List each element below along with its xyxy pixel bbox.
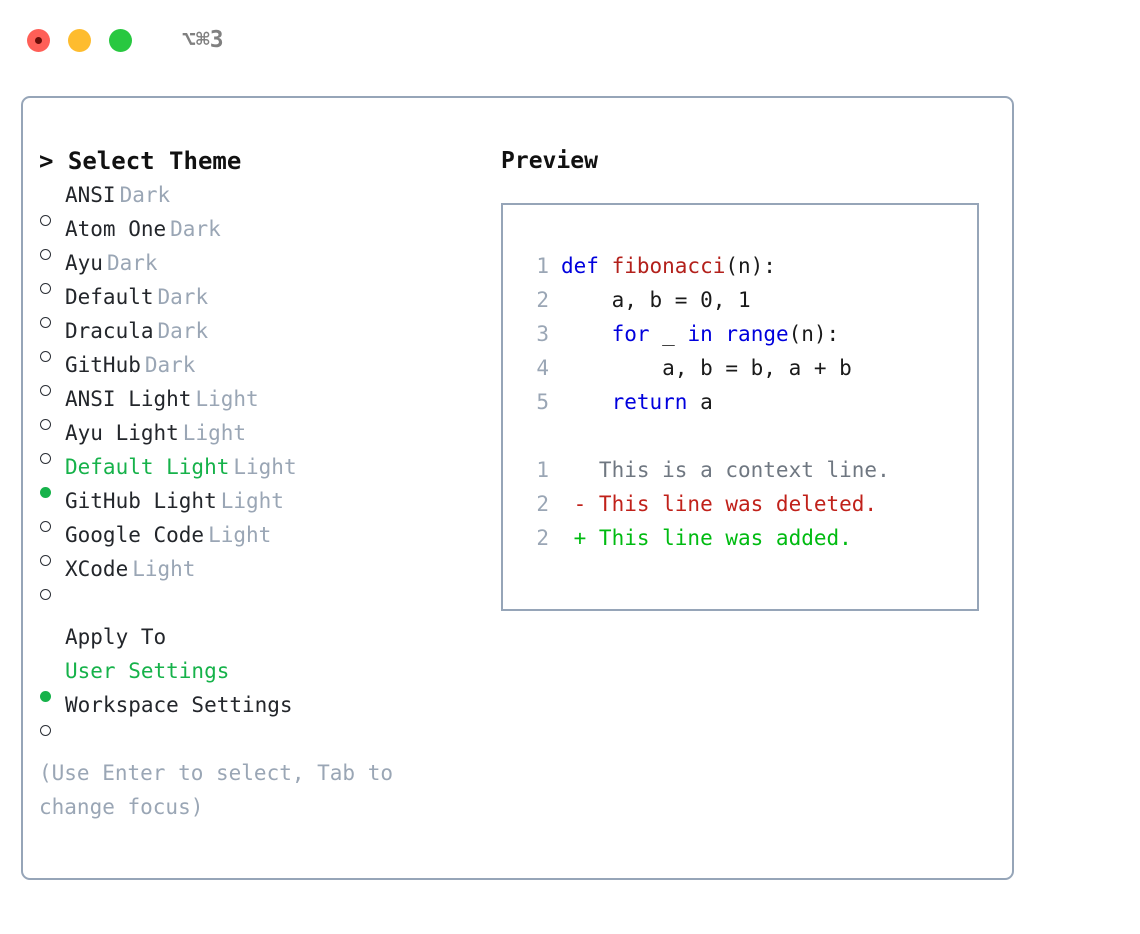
- code-line-text: a, b = 0, 1: [561, 283, 751, 317]
- theme-option-label: Default: [65, 285, 154, 309]
- code-token: _: [649, 322, 688, 346]
- code-line-number: 1: [536, 254, 549, 278]
- code-token: a, b = 0, 1: [561, 288, 751, 312]
- theme-option-label: GitHub Light: [65, 489, 217, 513]
- diff-line-deleted: 2 - This line was deleted.: [515, 487, 977, 521]
- code-token: [561, 322, 612, 346]
- theme-option-label: Default Light: [65, 455, 230, 479]
- theme-option-tag: Light: [182, 421, 247, 445]
- diff-line-added: 2 + This line was added.: [515, 521, 977, 555]
- theme-option-tag: Dark: [119, 183, 171, 207]
- theme-option-tag: Dark: [157, 285, 209, 309]
- code-token: (n):: [788, 322, 840, 346]
- maximize-button-icon[interactable]: [109, 28, 132, 52]
- code-token: return: [611, 390, 688, 414]
- preview-header: Preview: [501, 148, 598, 174]
- code-line-number: 4: [536, 356, 549, 380]
- apply-to-header: Apply To: [65, 625, 167, 649]
- code-token: range: [725, 322, 789, 346]
- diff-line-context: 1 This is a context line.: [515, 453, 977, 487]
- diff-line-number: 2: [536, 492, 549, 516]
- window-title: ⌥⌘3: [182, 27, 224, 53]
- code-token: def: [561, 254, 612, 278]
- theme-option-label: GitHub: [65, 353, 141, 377]
- code-diff-separator: [515, 419, 977, 453]
- theme-option-atom-one-dark[interactable]: Atom One Dark: [39, 212, 499, 260]
- theme-option-tag: Light: [195, 387, 259, 411]
- code-token: [561, 390, 612, 414]
- code-token: a: [687, 390, 713, 414]
- code-token: for: [611, 322, 650, 346]
- keyboard-hint-text: (Use Enter to select, Tab to change focu…: [39, 761, 406, 819]
- apply-to-header-row: Apply To: [39, 620, 499, 654]
- code-line-number: 2: [536, 288, 549, 312]
- diff-line-text: This is a context line.: [561, 458, 890, 482]
- theme-option-label: Dracula: [65, 319, 154, 343]
- code-token: (n):: [725, 254, 776, 278]
- theme-option-ansi-dark[interactable]: ANSI Dark: [39, 178, 499, 226]
- theme-option-label: ANSI: [65, 183, 116, 207]
- theme-option-label: Ayu: [65, 251, 103, 275]
- theme-option-tag: Light: [233, 455, 297, 479]
- theme-option-label: ANSI Light: [65, 387, 192, 411]
- select-theme-header: > Select Theme: [39, 147, 242, 175]
- theme-option-github-light[interactable]: GitHub Light Light: [39, 484, 499, 532]
- theme-option-list: ANSI Dark Atom One Dark Ayu Dark: [39, 178, 499, 600]
- theme-option-label: Google Code: [65, 523, 205, 547]
- theme-option-tag: Light: [220, 489, 284, 513]
- list-spacer: [39, 586, 499, 620]
- preview-code-panel: 1 def fibonacci(n): 2 a, b = 0, 1 3 for …: [501, 203, 979, 611]
- apply-to-option-workspace-settings[interactable]: Workspace Settings: [39, 688, 499, 736]
- diff-line-text: - This line was deleted.: [561, 492, 878, 516]
- code-line: 4 a, b = b, a + b: [515, 351, 977, 385]
- code-line-text: a, b = b, a + b: [561, 351, 852, 385]
- code-token: fibonacci: [611, 254, 726, 278]
- theme-option-tag: Dark: [170, 217, 221, 241]
- apply-to-option-user-settings[interactable]: User Settings: [39, 654, 499, 702]
- theme-option-tag: Dark: [144, 353, 196, 377]
- theme-option-label: Ayu Light: [65, 421, 179, 445]
- theme-option-ayu-dark[interactable]: Ayu Dark: [39, 246, 499, 294]
- hint-spacer: [39, 722, 499, 756]
- theme-option-xcode[interactable]: XCode Light: [39, 552, 499, 600]
- code-line-number: 5: [536, 390, 549, 414]
- theme-option-tag: Light: [132, 557, 196, 581]
- theme-option-label: Atom One: [65, 217, 167, 241]
- apply-to-option-label: Workspace Settings: [65, 693, 293, 717]
- close-button-icon[interactable]: [27, 28, 50, 52]
- theme-selector-column: > Select Theme ANSI Dark Atom One Dark: [39, 144, 499, 824]
- minimize-button-icon[interactable]: [68, 28, 91, 52]
- diff-line-number: 1: [536, 458, 549, 482]
- title-bar: ⌥⌘3: [0, 0, 1140, 80]
- diff-line-number: 2: [536, 526, 549, 550]
- code-token: in: [687, 322, 713, 346]
- traffic-light-group: [27, 28, 132, 52]
- apply-to-option-list: User Settings Workspace Settings: [39, 654, 499, 736]
- code-line-text: return a: [561, 385, 713, 419]
- theme-option-tag: Dark: [106, 251, 158, 275]
- theme-option-ansi-light[interactable]: ANSI Light Light: [39, 382, 499, 430]
- code-line-number: 3: [536, 322, 549, 346]
- theme-option-dracula-dark[interactable]: Dracula Dark: [39, 314, 499, 362]
- code-line: 3 for _ in range(n):: [515, 317, 977, 351]
- code-line: 1 def fibonacci(n):: [515, 249, 977, 283]
- apply-to-option-label: User Settings: [65, 659, 230, 683]
- diff-line-text: + This line was added.: [561, 526, 852, 550]
- theme-option-label: XCode: [65, 557, 129, 581]
- code-line-text: def fibonacci(n):: [561, 249, 776, 283]
- code-line: 2 a, b = 0, 1: [515, 283, 977, 317]
- theme-option-default-dark[interactable]: Default Dark: [39, 280, 499, 328]
- theme-option-ayu-light[interactable]: Ayu Light Light: [39, 416, 499, 464]
- theme-option-tag: Light: [208, 523, 272, 547]
- preview-column: Preview: [501, 144, 1001, 178]
- theme-option-tag: Dark: [157, 319, 209, 343]
- code-line: 5 return a: [515, 385, 977, 419]
- main-panel: > Select Theme ANSI Dark Atom One Dark: [21, 96, 1014, 880]
- theme-option-github-dark[interactable]: GitHub Dark: [39, 348, 499, 396]
- theme-option-google-code[interactable]: Google Code Light: [39, 518, 499, 566]
- code-token: a, b = b, a + b: [561, 356, 852, 380]
- code-token: [713, 322, 726, 346]
- code-line-text: for _ in range(n):: [561, 317, 840, 351]
- theme-option-default-light[interactable]: Default Light Light: [39, 450, 499, 498]
